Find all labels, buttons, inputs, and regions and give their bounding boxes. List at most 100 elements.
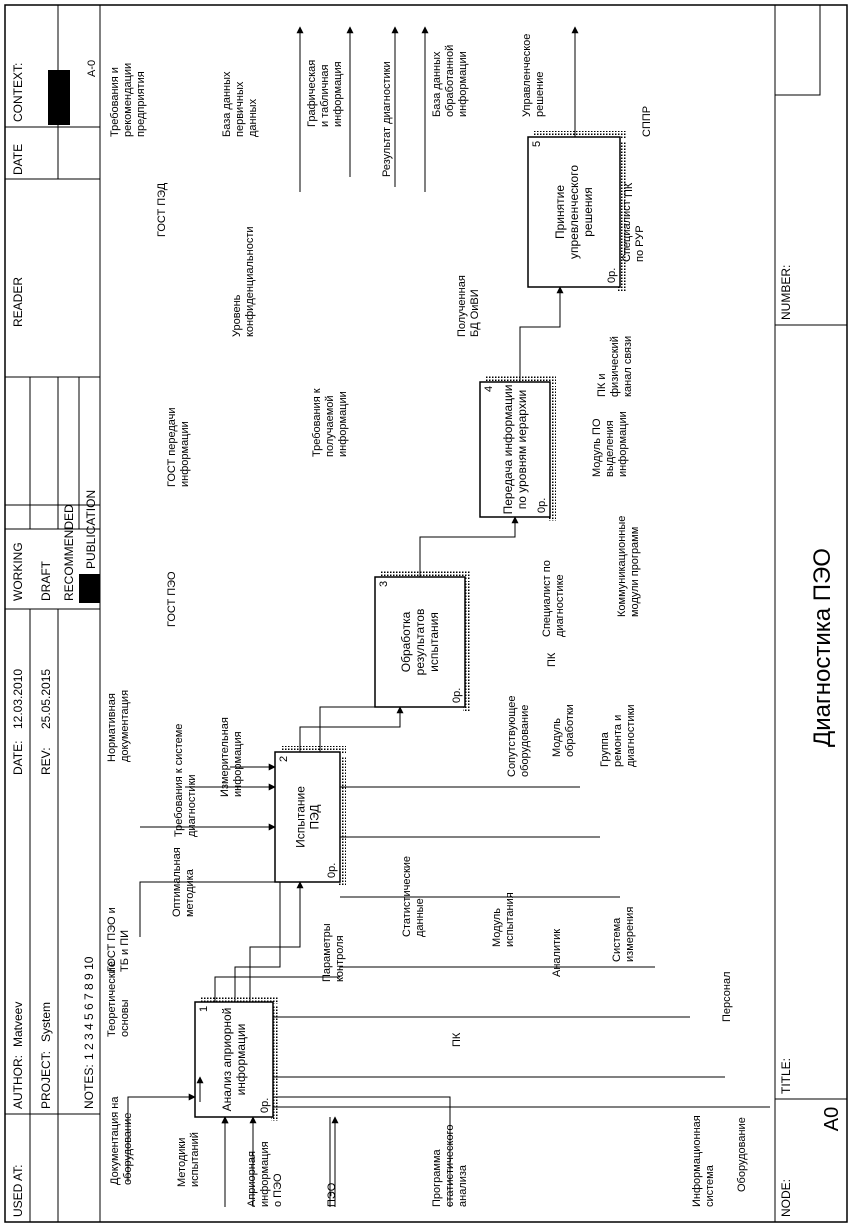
block-2-label-line-0: Испытание xyxy=(294,786,308,848)
label-spec-rur-line-0: Специалист xyxy=(621,200,633,262)
label-proc-module-line-1: обработки xyxy=(564,704,576,757)
arrow-stat-prog xyxy=(273,1096,451,1207)
label-req-rec-line-1: рекомендации xyxy=(122,63,134,137)
used-at-label: USED AT: xyxy=(11,1165,25,1217)
label-repair-group-line-2: диагностики xyxy=(625,704,637,767)
status-draft: DRAFT xyxy=(39,560,53,601)
node-label: NODE: xyxy=(779,1179,793,1217)
block-1-number: 1 xyxy=(198,1006,210,1012)
label-gost-peo: ГОСТ ПЭО xyxy=(166,571,178,627)
label-pk-phys-line-0: ПК и xyxy=(596,373,608,397)
context-marker xyxy=(48,70,70,125)
arrow-gost-to-b2 xyxy=(139,881,275,937)
arrow-b2-stat xyxy=(319,706,410,752)
context-label: CONTEXT: xyxy=(11,63,25,122)
label-conf-level-line-1: конфиденциальности xyxy=(244,226,256,337)
block-5-label-line-0: Принятие xyxy=(553,185,567,239)
label-comm-modules-line-0: Коммуникационные xyxy=(616,516,628,617)
label-apriori-line-0: Априорная xyxy=(246,1151,258,1207)
block-5-label-line-1: упревленческого xyxy=(567,165,581,259)
label-gost-transfer-line-0: ГОСТ передачи xyxy=(166,408,178,488)
notes-label: NOTES: xyxy=(82,1064,96,1109)
label-analyst: Аналитик xyxy=(551,929,563,977)
label-meas-system-line-1: измерения xyxy=(624,907,636,962)
label-sppr: СППР xyxy=(641,106,653,137)
label-conf-level-line-0: Уровень xyxy=(231,294,243,337)
label-pk5: ПК xyxy=(623,182,635,197)
label-db-processed-line-0: База данных xyxy=(431,51,443,117)
diagram-title: Диагностика ПЭО xyxy=(809,548,836,747)
block-3-label-line-2: испытания xyxy=(427,612,441,672)
status-publication: PUBLICATION xyxy=(84,490,98,569)
label-stat-data-line-0: Статистические xyxy=(401,856,413,937)
label-gost-peo-tb-line-0: ГОСТ ПЭО и xyxy=(106,907,118,972)
context-node: A-0 xyxy=(86,60,98,77)
label-diag-result: Результат диагностики xyxy=(381,61,393,177)
label-db-processed-line-1: обработанной xyxy=(444,45,456,117)
label-gost-ped: ГОСТ ПЭД xyxy=(156,182,168,237)
block-4-label-line-1: по уровням иерархии xyxy=(515,390,529,509)
reader-label: READER xyxy=(11,277,25,327)
label-params-line-1: контроля xyxy=(334,935,346,982)
block-3-label-line-0: Обработка xyxy=(399,611,413,672)
project-value: System xyxy=(39,1002,53,1042)
label-comm-modules-line-1: модули программ xyxy=(629,527,641,617)
label-normative-line-1: документация xyxy=(119,690,131,762)
label-inputs-line-1: оборудование xyxy=(122,1113,134,1185)
arrow-b4-to-b5 xyxy=(519,286,564,382)
block-3-label-line-1: результатов xyxy=(413,609,427,676)
label-measure-info-line-1: информация xyxy=(232,731,244,797)
arrow-b1-params-up xyxy=(214,976,340,1002)
node-value: A0 xyxy=(821,1107,843,1131)
number-label: NUMBER: xyxy=(779,265,793,320)
label-graph-info-line-2: информация xyxy=(332,61,344,127)
label-pk-main: ПК xyxy=(451,1032,463,1047)
label-stat-data-line-1: данные xyxy=(414,898,426,937)
label-repair-group-line-0: Группа xyxy=(599,731,611,767)
label-req-rec-line-0: Требования и xyxy=(109,67,121,137)
label-spec-diag-line-0: Специалист по xyxy=(541,560,553,637)
label-theory-line-1: основы xyxy=(119,999,131,1037)
author-value: Matveev xyxy=(11,1002,25,1047)
label-params-line-0: Параметры xyxy=(321,923,333,982)
rev-label: REV: xyxy=(39,747,53,775)
status-working: WORKING xyxy=(11,542,25,601)
label-stat-prog-line-1: статистического xyxy=(444,1125,456,1207)
label-req-system-line-0: Требования к системе xyxy=(173,724,185,837)
label-gost-transfer-line-1: информации xyxy=(179,421,191,487)
label-req-received-line-1: получаемой xyxy=(324,395,336,457)
label-req-received-line-2: информации xyxy=(337,391,349,457)
label-info-system-line-0: Информационная xyxy=(691,1115,703,1207)
label-peo: ПЭО xyxy=(326,1182,338,1207)
label-db-primary-line-2: данных xyxy=(247,98,259,137)
block-4-cost: 0р. xyxy=(536,498,548,513)
label-measure-info-line-0: Измерительная xyxy=(219,717,231,797)
label-theory-line-0: Теоретические xyxy=(106,961,118,1037)
label-proc-module-line-0: Модуль xyxy=(551,718,563,757)
label-info-system-line-1: система xyxy=(704,1164,716,1207)
rev-value: 25.05.2015 xyxy=(39,669,53,729)
label-equipment: Оборудование xyxy=(736,1117,748,1192)
block-3-number: 3 xyxy=(378,581,390,587)
label-gost-peo-tb-line-1: ТБ и ПИ xyxy=(119,930,131,972)
label-req-received-line-0: Требования к xyxy=(311,388,323,457)
date-label: DATE: xyxy=(11,741,25,775)
label-test-module-line-1: испытания xyxy=(504,892,516,947)
label-graph-info-line-0: Графическая xyxy=(306,60,318,127)
block-2-label-line-1: ПЭД xyxy=(308,805,322,830)
label-inputs-line-0: Документация на xyxy=(109,1096,121,1185)
label-apriori-line-2: о ПЭО xyxy=(272,1173,284,1207)
label-mgmt-decision-line-0: Управленческое xyxy=(521,34,533,117)
label-received-db-line-0: Полученная xyxy=(456,275,468,337)
label-module-po-line-2: информации xyxy=(617,411,629,477)
arrow-b1-to-b2-params xyxy=(234,882,281,1002)
label-personnel: Персонал xyxy=(721,972,733,1023)
label-db-primary-line-1: первичных xyxy=(234,81,246,137)
block-5-label-line-2: решения xyxy=(581,187,595,236)
label-meas-system-line-0: Система xyxy=(611,917,623,962)
block-4-number: 4 xyxy=(483,386,495,392)
label-pk-phys-line-2: канал связи xyxy=(622,336,634,397)
label-accomp-line-0: Сопутствующее xyxy=(506,696,518,778)
